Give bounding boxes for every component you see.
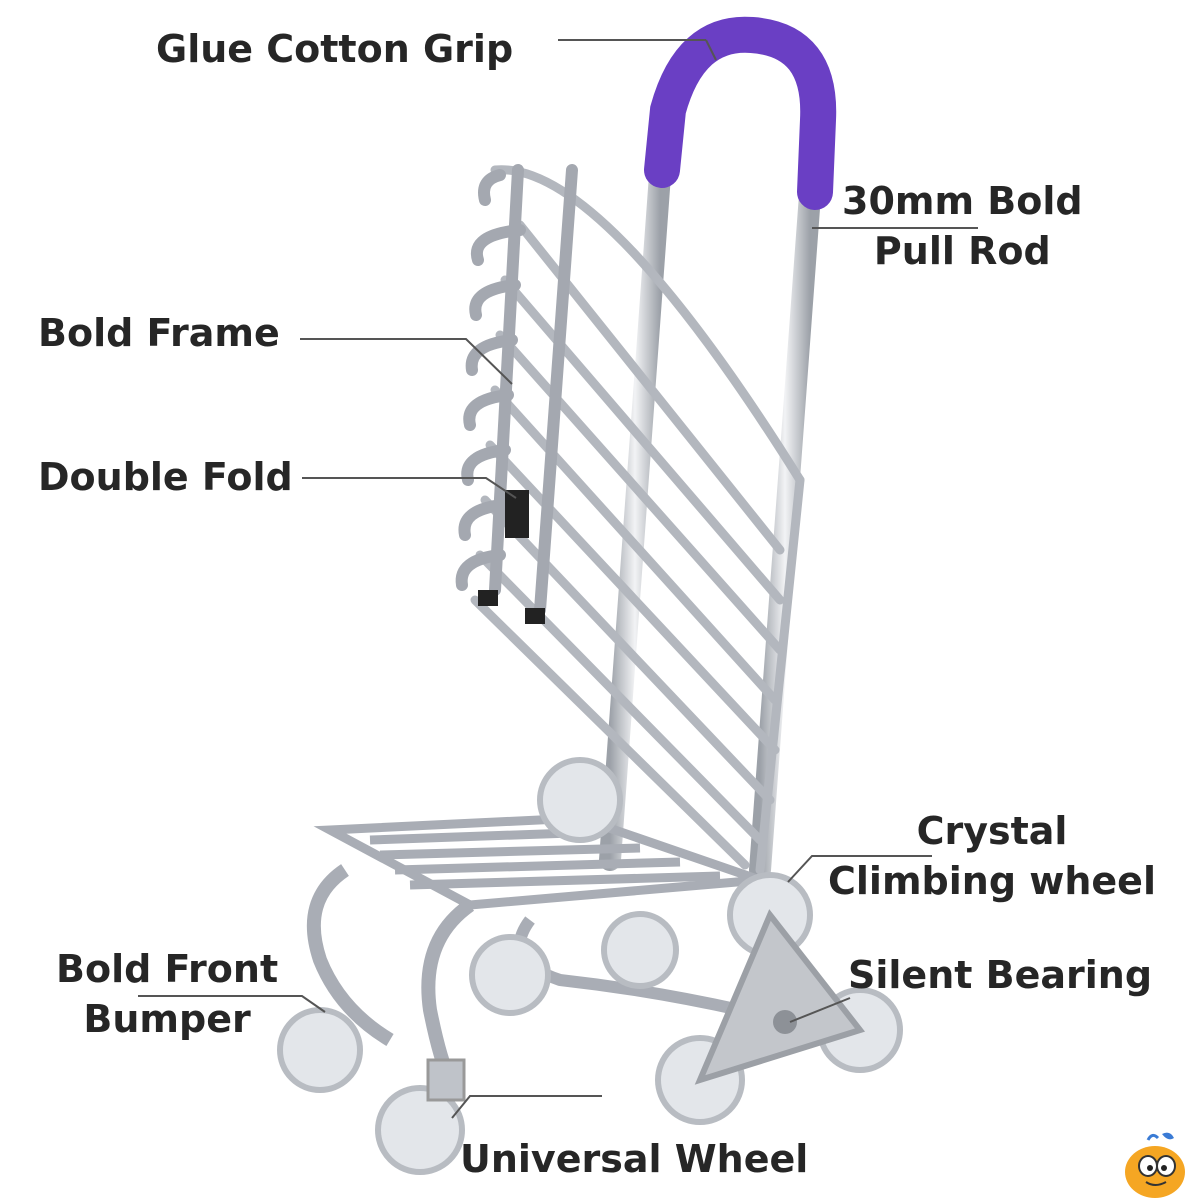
label-crystal-line1: Crystal [916, 809, 1068, 853]
label-double-fold: Double Fold [38, 455, 293, 499]
label-pull-rod: 30mm Bold Pull Rod [842, 176, 1083, 276]
label-silent-bearing: Silent Bearing [848, 953, 1153, 997]
leader-lines [138, 39, 978, 1119]
silent-bearing-plate [694, 909, 866, 1085]
label-crystal-climbing-wheel: Crystal Climbing wheel [828, 806, 1156, 906]
cotton-grip [644, 16, 837, 210]
label-universal-wheel: Universal Wheel [460, 1137, 809, 1181]
label-bumper-line1: Bold Front [56, 947, 279, 991]
label-bumper-line2: Bumper [83, 997, 251, 1041]
label-glue-cotton-grip: Glue Cotton Grip [156, 27, 514, 71]
label-bold-front-bumper: Bold Front Bumper [56, 944, 278, 1044]
bird-mascot-icon [1125, 1132, 1185, 1198]
fold-hinge [505, 490, 529, 538]
basket-back-frame [470, 165, 805, 875]
label-pull-rod-line1: 30mm Bold [842, 179, 1083, 223]
label-pull-rod-line2: Pull Rod [873, 229, 1051, 273]
label-bold-frame: Bold Frame [38, 311, 280, 355]
bold-frame [455, 164, 578, 616]
label-crystal-line2: Climbing wheel [828, 859, 1156, 903]
universal-wheels [277, 1007, 465, 1175]
